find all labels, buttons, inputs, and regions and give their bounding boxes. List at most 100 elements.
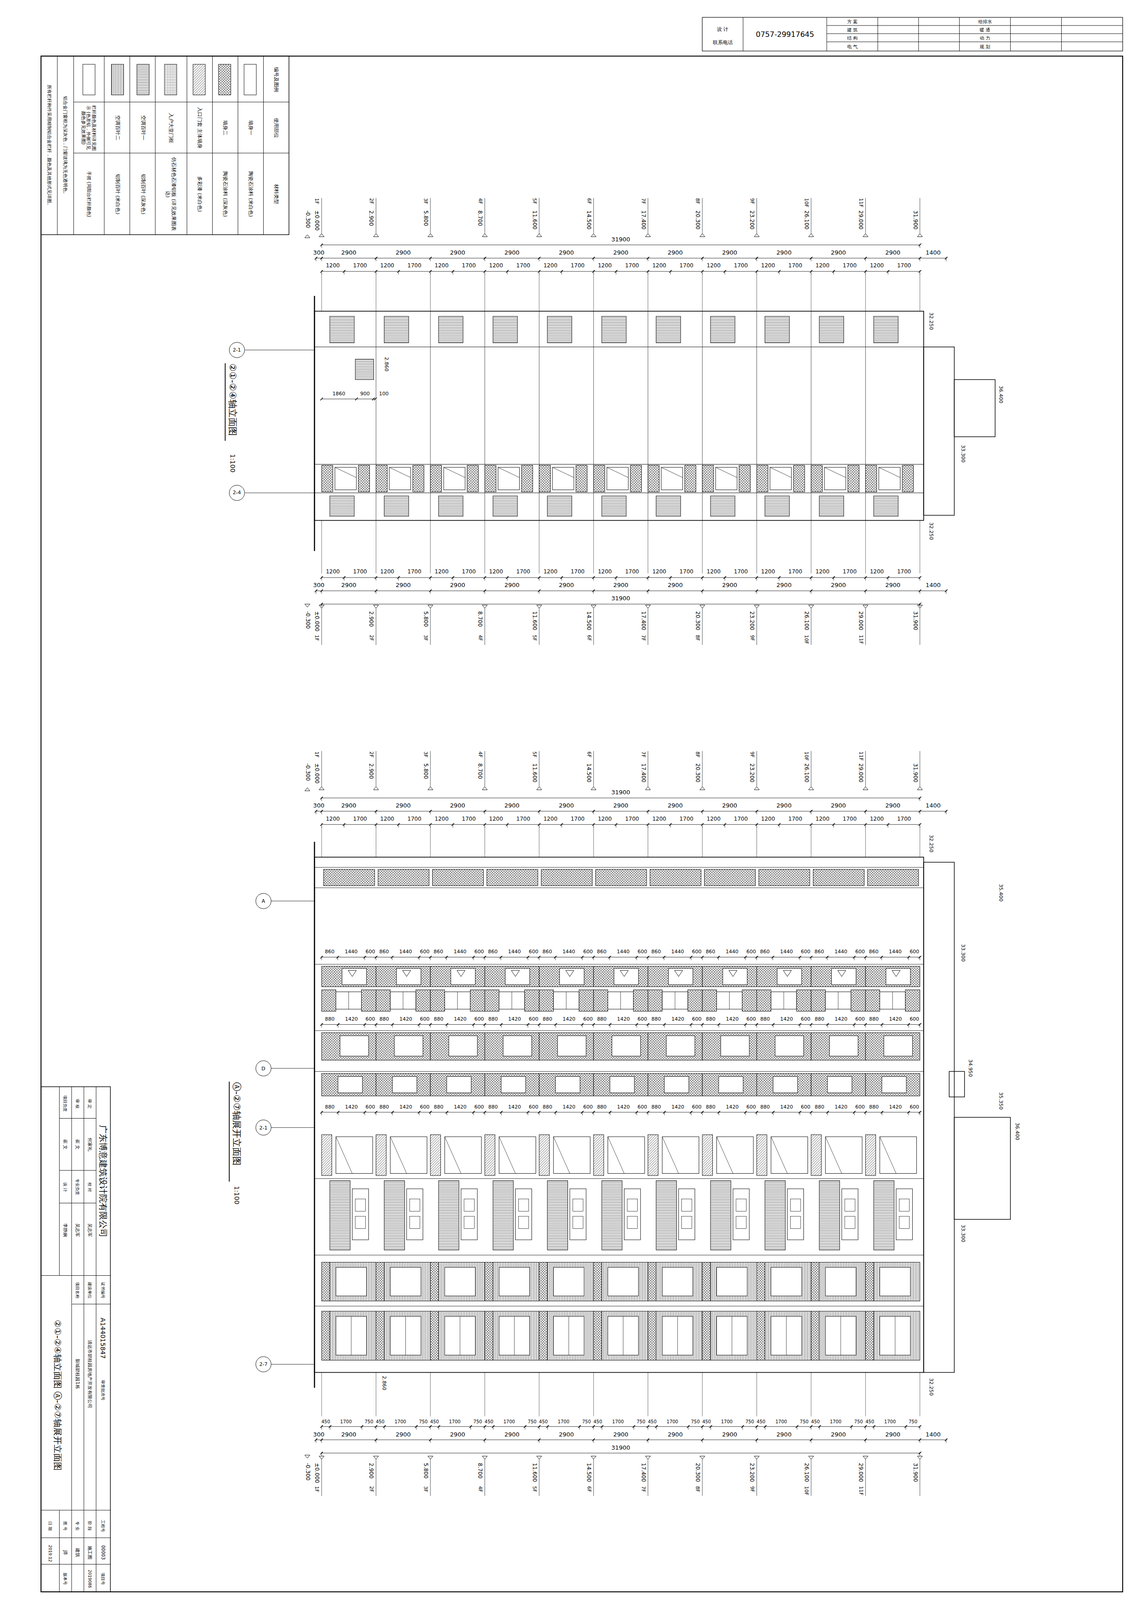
dimension-text: 1440: [453, 949, 467, 955]
extension-line: [647, 1438, 649, 1443]
dimension-text: 1440: [399, 949, 413, 955]
window: [777, 968, 802, 985]
extension-line: [538, 1425, 540, 1430]
dimension-text: 880: [379, 1016, 389, 1023]
railing: [601, 1311, 648, 1361]
extension-line: [690, 1023, 692, 1028]
dimension-text: 1700: [842, 262, 857, 269]
wall-panel: [593, 1073, 648, 1096]
level-line: [702, 1459, 703, 1497]
window: [771, 1316, 802, 1355]
wall-panel: [865, 1032, 920, 1060]
dimension-text: 2900: [776, 582, 792, 589]
dimension-text: 1200: [543, 262, 558, 269]
axis-line: [270, 1068, 315, 1069]
extension-line: [524, 1425, 526, 1430]
elevation-mark: 35.400: [997, 884, 1004, 902]
wall-panel: [756, 1311, 765, 1361]
louver: [383, 316, 409, 343]
dimension-text: 600: [528, 949, 539, 955]
dimension-text: 750: [908, 1418, 918, 1424]
wall-panel: [321, 966, 376, 987]
extension-line: [375, 1111, 377, 1116]
stamp-grid: [742, 17, 744, 52]
level-line: [702, 751, 703, 787]
level-elevation: 11.600: [531, 611, 538, 631]
dimension-text: 1440: [507, 949, 521, 955]
level-elevation: 20.300: [694, 1462, 701, 1483]
wall-panel: [415, 989, 431, 1012]
dimension-text: 2900: [558, 582, 574, 589]
window: [662, 991, 688, 1010]
extension-line: [315, 1438, 317, 1443]
level-triangle: [427, 786, 433, 790]
legend-grid: [237, 56, 239, 235]
railing: [819, 1262, 866, 1301]
extension-line: [398, 270, 399, 275]
extension-line: [919, 826, 921, 858]
dimension-text: 2900: [776, 249, 792, 256]
louver: [601, 495, 627, 517]
extension-line: [881, 1023, 883, 1028]
window-line: [608, 1136, 625, 1174]
title-block-text: 2019.12: [47, 1541, 52, 1566]
dimension-text: 300: [312, 1431, 325, 1438]
title-block-text: 吴志军: [87, 1206, 93, 1254]
window: [613, 968, 639, 985]
level-elevation: 8.700: [476, 210, 483, 226]
extension-line: [484, 1372, 486, 1417]
dimension-text: 1200: [325, 262, 340, 269]
extension-line: [919, 603, 921, 608]
window: [606, 467, 629, 490]
dimension-text: 880: [651, 1104, 661, 1110]
dimension-text: 2900: [341, 582, 357, 589]
floor-name: 6F: [585, 198, 592, 205]
extension-line: [742, 1425, 743, 1430]
window-line: [879, 1136, 897, 1174]
railing: [438, 1262, 485, 1301]
dimension-text: 880: [760, 1016, 770, 1023]
stamp-grid: [959, 17, 960, 52]
level-line: [647, 751, 649, 787]
railing: [601, 1262, 648, 1301]
axis-number: 2-1: [232, 347, 241, 353]
wall-panel: [865, 1311, 874, 1361]
extension-line: [865, 520, 866, 574]
extension-line: [582, 1023, 583, 1028]
extension-line: [756, 273, 757, 312]
dimension-text: 450: [811, 1418, 820, 1424]
window-line: [499, 1136, 516, 1174]
dimension-text: 880: [597, 1104, 607, 1110]
dimension-text: 600: [419, 1104, 430, 1110]
extension-line: [593, 810, 594, 815]
extension-line: [919, 589, 921, 594]
louver: [329, 495, 355, 517]
window: [716, 991, 742, 1010]
extension-line: [492, 1425, 494, 1430]
extension-line: [321, 810, 323, 815]
window: [668, 968, 693, 985]
railing: [547, 1262, 594, 1301]
wall-panel: [321, 1073, 376, 1096]
extension-line: [670, 576, 671, 581]
dimension-text: 1700: [884, 1418, 896, 1424]
building-line: [314, 492, 924, 494]
wall-panel: [321, 465, 333, 492]
dimension-text: 1700: [624, 569, 640, 576]
stamp-grid: [877, 17, 879, 52]
extension-line: [375, 1425, 377, 1430]
view-title: Ⓐ-②⑦轴展开立面图: [231, 1082, 242, 1166]
level-triangle: [373, 786, 379, 790]
level-elevation: 5.800: [422, 763, 429, 779]
legend-grid: [56, 56, 58, 235]
extension-line: [527, 956, 529, 961]
window-line: [674, 991, 676, 1010]
legend-grid: [186, 56, 188, 235]
extension-line: [887, 270, 889, 275]
level-line: [919, 608, 921, 645]
level-triangle: [591, 1456, 597, 1460]
title-block-grid: [59, 1510, 60, 1592]
wall-panel: [323, 869, 375, 886]
wall-panel: [378, 869, 430, 886]
